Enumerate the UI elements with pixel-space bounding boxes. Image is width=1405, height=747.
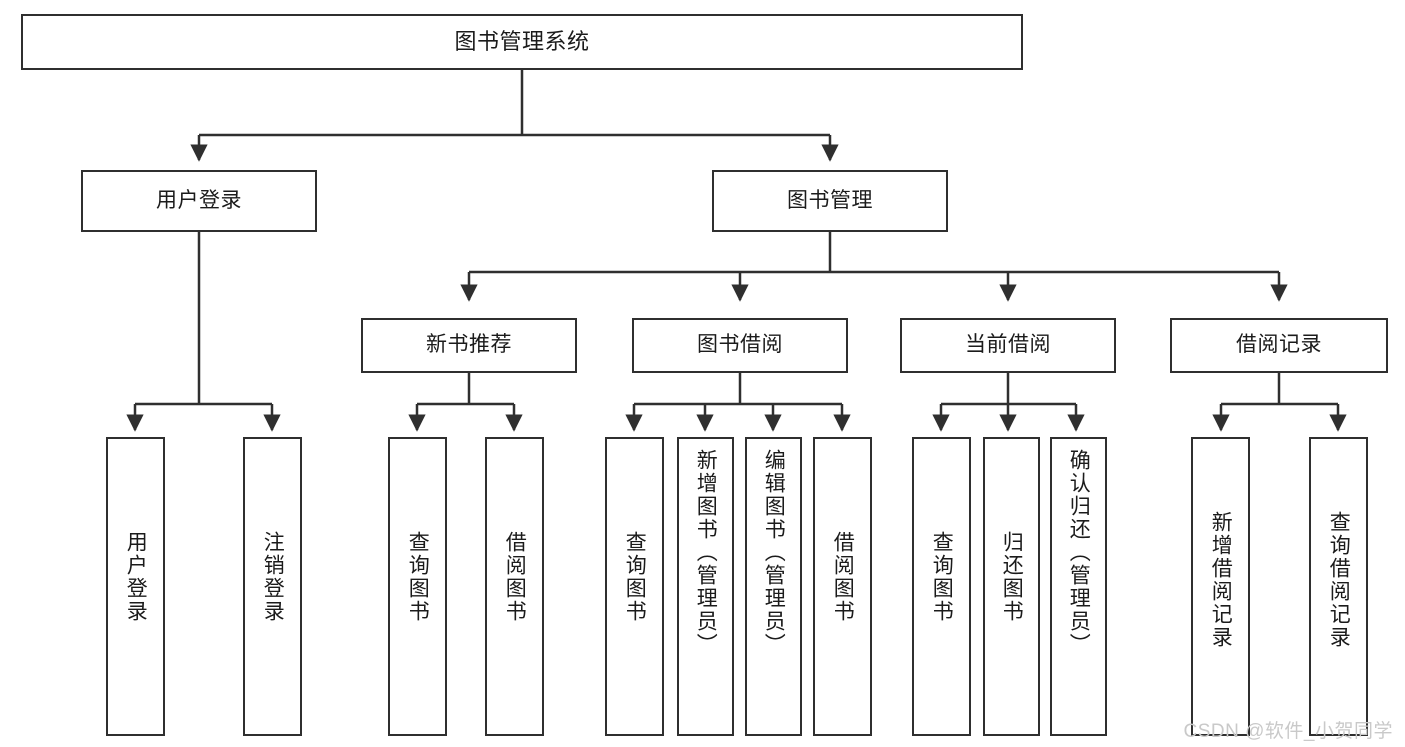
leaf-borrow-add-book-admin[interactable]: 新增图书（管理员） [677,437,734,736]
leaf-label: 查询借阅记录 [1327,511,1351,649]
leaf-recommend-query-book[interactable]: 查询图书 [388,437,447,736]
leaf-user-login-logout[interactable]: 注销登录 [243,437,302,736]
leaf-label: 新增图书（管理员） [694,449,718,656]
node-label: 用户登录 [156,188,242,212]
leaf-borrow-borrow-book[interactable]: 借阅图书 [813,437,872,736]
leaf-label: 确认归还（管理员） [1067,449,1091,656]
node-current-borrow[interactable]: 当前借阅 [900,318,1116,373]
node-book-management[interactable]: 图书管理 [712,170,948,232]
node-user-login[interactable]: 用户登录 [81,170,317,232]
node-borrow-record[interactable]: 借阅记录 [1170,318,1388,373]
node-book-borrow[interactable]: 图书借阅 [632,318,848,373]
node-label: 图书借阅 [697,333,783,357]
leaf-borrow-query-book[interactable]: 查询图书 [605,437,664,736]
node-root-system[interactable]: 图书管理系统 [21,14,1023,70]
leaf-label: 注销登录 [261,531,285,623]
leaf-record-add-record[interactable]: 新增借阅记录 [1191,437,1250,736]
csdn-watermark: CSDN @软件_小贺同学 [1183,721,1393,742]
leaf-label: 借阅图书 [503,531,527,623]
leaf-current-return-book[interactable]: 归还图书 [983,437,1040,736]
leaf-label: 归还图书 [1000,531,1024,623]
node-label: 图书管理 [787,188,873,212]
leaf-label: 用户登录 [124,531,148,623]
node-label: 借阅记录 [1236,333,1322,357]
leaf-label: 查询图书 [930,531,954,623]
leaf-borrow-edit-book-admin[interactable]: 编辑图书（管理员） [745,437,802,736]
node-label: 新书推荐 [426,333,512,357]
leaf-current-query-book[interactable]: 查询图书 [912,437,971,736]
node-label: 当前借阅 [965,333,1051,357]
leaf-label: 查询图书 [406,531,430,623]
leaf-label: 查询图书 [623,531,647,623]
leaf-label: 借阅图书 [831,531,855,623]
leaf-user-login-login[interactable]: 用户登录 [106,437,165,736]
leaf-label: 编辑图书（管理员） [762,449,786,656]
leaf-label: 新增借阅记录 [1209,511,1233,649]
leaf-record-query-record[interactable]: 查询借阅记录 [1309,437,1368,736]
node-label: 图书管理系统 [454,29,590,55]
leaf-recommend-borrow-book[interactable]: 借阅图书 [485,437,544,736]
leaf-current-confirm-return-admin[interactable]: 确认归还（管理员） [1050,437,1107,736]
node-new-book-recommend[interactable]: 新书推荐 [361,318,577,373]
